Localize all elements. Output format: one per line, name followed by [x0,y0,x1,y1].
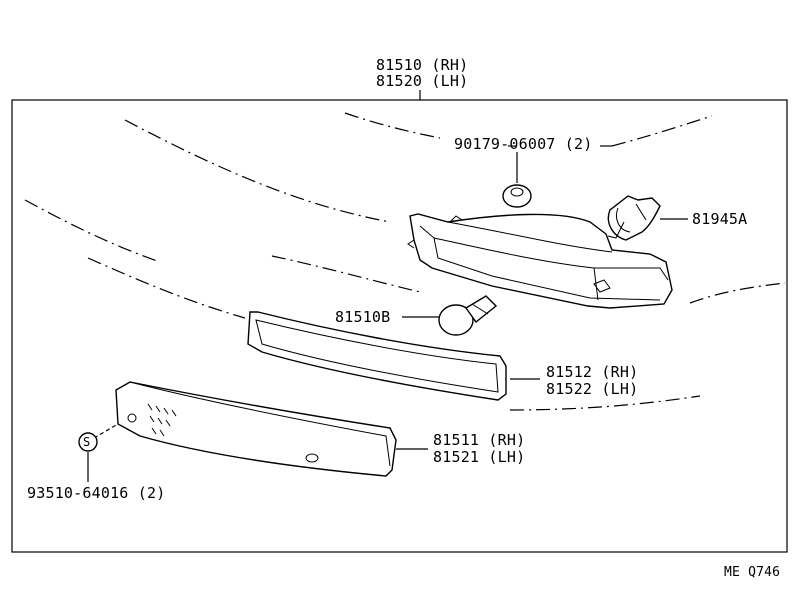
body-contour-line-1 [124,119,391,223]
gasket-label-lh: 81522 (LH) [546,380,639,398]
diagram-frame [11,99,788,553]
clip-nut-label: 90179-06007 (2) [454,135,593,153]
screw-symbol: S [83,435,91,449]
lens-label-lh: 81521 (LH) [433,448,526,466]
socket-label: 81945A [692,210,748,228]
clip-nut-part [502,184,532,208]
gasket-label-rh: 81512 (RH) [546,363,639,381]
body-contour-line-6 [87,257,246,319]
screw-leader [93,423,119,439]
body-contour-line-8 [509,395,701,411]
lens-label-rh: 81511 (RH) [433,431,526,449]
lens-part [115,381,397,477]
body-contour-line-7 [689,282,786,304]
body-contour-line-4 [24,199,161,263]
bulb-part [438,295,498,336]
body-contour-line-5 [271,255,421,293]
assembly-label-lh: 81520 (LH) [376,72,469,90]
screw-label: 93510-64016 (2) [27,484,166,502]
body-contour-line-3 [611,115,713,147]
diagram-code: ME Q746 [724,565,781,580]
screw-symbol-circle [78,432,98,452]
body-contour-line-2 [344,112,441,139]
bulb-label: 81510B [335,308,391,326]
socket-part [607,195,661,241]
lamp-housing-part [407,213,673,309]
gasket-part [247,311,507,401]
assembly-label-rh: 81510 (RH) [376,56,469,74]
